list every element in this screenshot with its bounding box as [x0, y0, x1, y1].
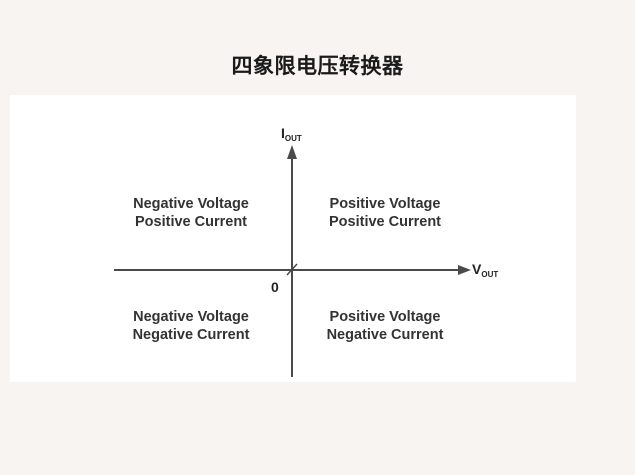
x-axis-arrowhead — [458, 265, 471, 275]
quadrant-label-line: Positive Current — [135, 214, 247, 230]
quadrant-label-line: Positive Current — [329, 214, 441, 230]
y-axis-arrowhead — [287, 145, 297, 159]
quadrant-bottom-right: Positive Voltage Negative Current — [300, 308, 470, 344]
quadrant-top-left: Negative Voltage Positive Current — [106, 195, 276, 231]
axes-graphic — [114, 145, 471, 377]
x-axis-label: VOUT — [472, 261, 499, 279]
quadrant-bottom-left: Negative Voltage Negative Current — [106, 308, 276, 344]
y-axis-label: IOUT — [281, 125, 302, 143]
quadrant-label-line: Negative Current — [132, 327, 250, 343]
origin-label: 0 — [271, 279, 279, 295]
quadrant-top-right: Positive Voltage Positive Current — [300, 195, 470, 231]
diagram-panel: IOUT VOUT 0 Negative Voltage Positive Cu… — [10, 95, 576, 382]
quadrant-label-line: Negative Voltage — [133, 196, 249, 212]
diagram-title: 四象限电压转换器 — [231, 54, 404, 78]
origin-tick — [286, 263, 298, 276]
quadrant-label-line: Positive Voltage — [329, 196, 441, 212]
quadrant-label-line: Negative Voltage — [133, 309, 249, 325]
quadrant-label-line: Negative Current — [326, 327, 444, 343]
quadrant-label-line: Positive Voltage — [329, 309, 441, 325]
